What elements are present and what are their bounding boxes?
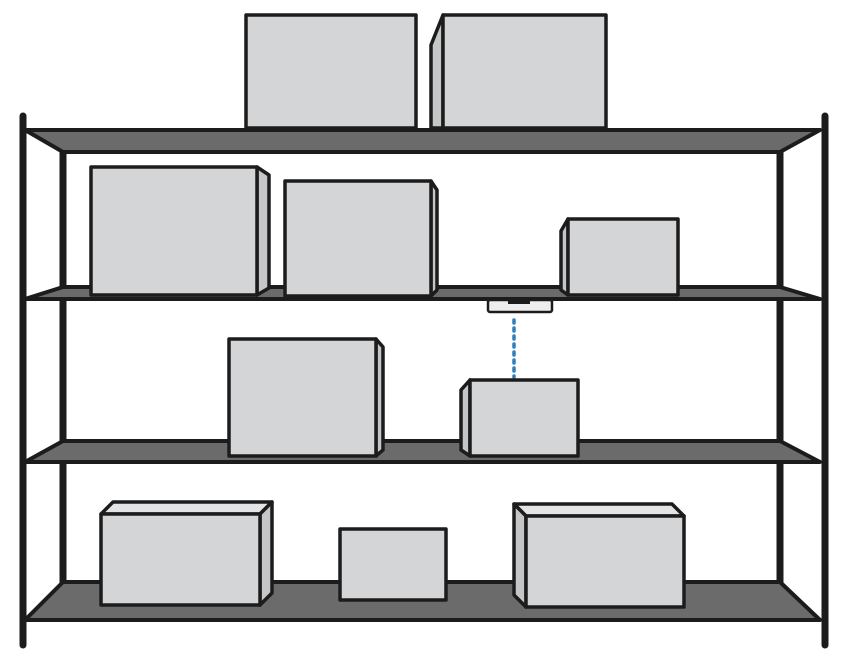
- box: [89, 165, 271, 297]
- box: [459, 378, 580, 458]
- box: [99, 500, 274, 607]
- shelf-third: [23, 439, 822, 464]
- box: [559, 217, 680, 297]
- box: [338, 527, 448, 602]
- shelf-top: [23, 128, 822, 154]
- box: [429, 13, 608, 130]
- distance-sensor-icon: [486, 298, 554, 314]
- box: [512, 502, 686, 609]
- box: [227, 337, 385, 458]
- box: [283, 179, 439, 298]
- box: [244, 13, 418, 130]
